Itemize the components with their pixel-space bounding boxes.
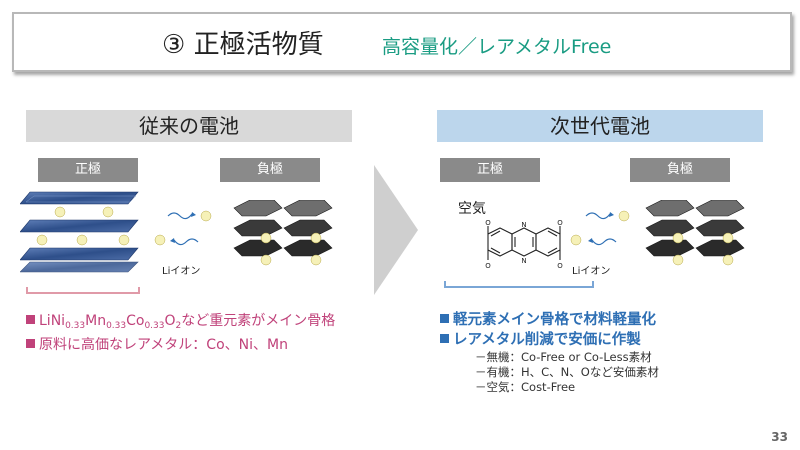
right-bullet-list: 軽元素メイン骨格で材料軽量化 レアメタル削減で安価に作製 <box>440 311 656 350</box>
atom-n-bottom: N <box>521 257 526 265</box>
left-li-ion-label: Liイオン <box>162 266 201 277</box>
air-label: 空気 <box>458 201 486 217</box>
transition-arrow-icon <box>374 165 418 295</box>
formula-li-ni: LiNi <box>39 313 66 329</box>
left-cathode-bracket <box>26 287 140 294</box>
sub-item-organic: －有機：H、C、N、Oなど安価素材 <box>475 365 659 379</box>
formula-co: Co <box>126 313 145 329</box>
left-anode-graphite <box>233 200 333 266</box>
bullet-square-icon <box>440 333 449 343</box>
right-bullet-2: レアメタル削減で安価に作製 <box>440 331 656 351</box>
slide-title: ③ 正極活物質 <box>162 30 324 60</box>
atom-o-top-left: O <box>485 220 491 227</box>
formula-sub-4: 2 <box>175 321 182 331</box>
conventional-battery-banner: 従来の電池 <box>26 110 352 142</box>
layered-cathode-illustration <box>20 191 139 273</box>
right-ion-arrows <box>570 210 630 246</box>
right-cathode-tag: 正極 <box>440 158 540 182</box>
formula-o: O <box>164 313 176 329</box>
sub-item-inorganic: －無機：Co-Free or Co-Less素材 <box>475 350 652 364</box>
left-bullet-1: LiNi0.33Mn0.33Co0.33O2など重元素がメイン骨格 <box>26 312 335 336</box>
right-cathode-bracket <box>444 281 594 288</box>
right-anode-graphite <box>645 200 745 266</box>
formula-mn: Mn <box>85 313 107 329</box>
right-anode-tag: 負極 <box>630 158 730 182</box>
left-anode-tag: 負極 <box>220 158 320 182</box>
left-bullet-2-text: 原料に高価なレアメタル：Co、Ni、Mn <box>39 337 288 353</box>
bullet-square-icon <box>26 315 35 324</box>
left-bullet-2: 原料に高価なレアメタル：Co、Ni、Mn <box>26 336 335 355</box>
next-gen-battery-banner: 次世代電池 <box>437 110 763 142</box>
atom-o-bottom-right: O <box>557 262 563 270</box>
organic-molecule-diagram: O O N N O O <box>485 220 563 270</box>
formula-sub-2: 0.33 <box>106 321 127 331</box>
atom-n-top: N <box>521 221 526 229</box>
right-bullet-2-text: レアメタル削減で安価に作製 <box>453 331 641 348</box>
left-ion-arrows <box>154 210 212 246</box>
page-number: 33 <box>771 430 788 444</box>
right-bullet-1: 軽元素メイン骨格で材料軽量化 <box>440 311 656 331</box>
title-box: ③ 正極活物質 高容量化／レアメタルFree <box>12 12 792 72</box>
formula-description: など重元素がメイン骨格 <box>181 313 336 329</box>
bullet-square-icon <box>26 339 35 348</box>
left-bullet-list: LiNi0.33Mn0.33Co0.33O2など重元素がメイン骨格 原料に高価な… <box>26 312 335 355</box>
slide-subtitle: 高容量化／レアメタルFree <box>382 36 612 58</box>
formula-sub-1: 0.33 <box>65 321 86 331</box>
bullet-square-icon <box>440 314 449 323</box>
right-bullet-1-text: 軽元素メイン骨格で材料軽量化 <box>453 312 656 328</box>
right-sub-items: －無機：Co-Free or Co-Less素材 －有機：H、C、N、Oなど安価… <box>475 350 659 395</box>
sub-item-air: －空気：Cost-Free <box>475 380 576 394</box>
left-cathode-tag: 正極 <box>38 158 138 182</box>
atom-o-top-right: O <box>557 220 563 227</box>
right-li-ion-label: Liイオン <box>572 266 611 277</box>
formula-sub-3: 0.33 <box>144 321 165 331</box>
atom-o-bottom-left: O <box>485 262 491 270</box>
